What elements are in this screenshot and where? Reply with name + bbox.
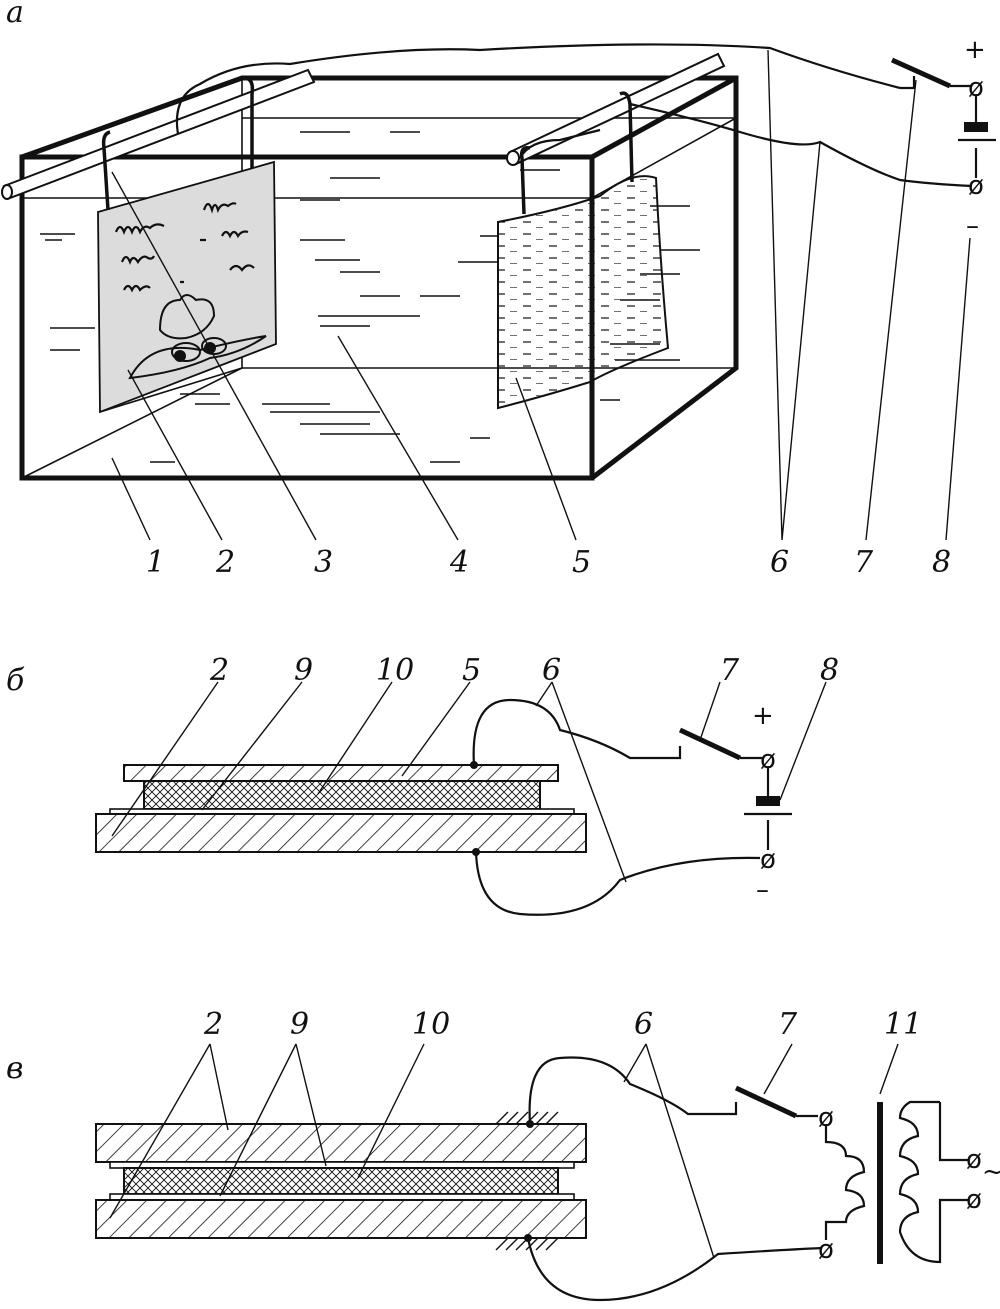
wires-v — [526, 1056, 823, 1302]
label-v-7: 7 — [778, 1007, 798, 1042]
label-b-10: 10 — [376, 653, 414, 688]
label-5: 5 — [572, 545, 591, 580]
terminal-ac-top[interactable]: ø — [966, 1145, 982, 1175]
plus-sign-b: + — [752, 701, 774, 731]
wires-a — [175, 43, 973, 188]
press-stack-v — [95, 1123, 587, 1239]
panel-v-letter: в — [6, 1051, 23, 1086]
label-4: 4 — [449, 545, 469, 580]
power-source-b — [744, 766, 792, 850]
switch-v[interactable] — [734, 1085, 818, 1119]
switch-b[interactable] — [678, 727, 762, 761]
label-b-6: 6 — [542, 653, 561, 688]
minus-sign-a: – — [966, 211, 979, 241]
panel-a-letter: а — [6, 0, 24, 30]
label-v-11: 11 — [884, 1007, 922, 1042]
support-rod-right — [506, 52, 726, 166]
leader-lines-a — [111, 49, 971, 541]
support-rod-left — [1, 68, 316, 200]
label-b-8: 8 — [820, 653, 839, 688]
label-8: 8 — [932, 545, 951, 580]
label-v-6: 6 — [634, 1007, 653, 1042]
label-7: 7 — [854, 545, 874, 580]
contact-marks — [495, 1111, 559, 1251]
terminal-negative-b[interactable]: ø — [760, 845, 776, 875]
label-v-10: 10 — [412, 1007, 450, 1042]
terminal-primary-bottom[interactable]: ø — [818, 1235, 834, 1265]
leader-lines-v — [109, 1043, 899, 1259]
label-3: 3 — [314, 545, 333, 580]
ac-symbol: ~ — [982, 1157, 1000, 1187]
panel-v: в ø ø ø ø — [6, 1007, 1000, 1302]
label-b-2: 2 — [209, 653, 229, 688]
label-2: 2 — [215, 545, 235, 580]
terminal-ac-bottom[interactable]: ø — [966, 1185, 982, 1215]
panel-b-letter: б — [6, 663, 25, 698]
panel-b: б + – ø ø — [6, 653, 839, 916]
transformer — [824, 1100, 968, 1264]
terminal-positive-b[interactable]: ø — [760, 745, 776, 775]
label-1: 1 — [146, 545, 165, 580]
label-6: 6 — [770, 545, 789, 580]
label-b-9: 9 — [294, 653, 313, 688]
label-b-5: 5 — [462, 653, 481, 688]
label-v-2: 2 — [203, 1007, 223, 1042]
label-v-9: 9 — [290, 1007, 309, 1042]
switch-a[interactable] — [890, 57, 972, 90]
leader-lines-b — [111, 681, 827, 883]
terminal-positive-a[interactable]: ø — [968, 73, 984, 103]
panel-a: а — [1, 0, 996, 580]
document-plate — [97, 76, 277, 414]
terminal-negative-a[interactable]: ø — [968, 171, 984, 201]
press-stack-b — [95, 764, 587, 853]
minus-sign-b: – — [756, 875, 769, 905]
plus-sign-a: + — [964, 35, 986, 65]
wires-b — [472, 698, 761, 916]
power-source-a — [958, 94, 996, 178]
electrode-plate — [497, 91, 670, 410]
terminal-primary-top[interactable]: ø — [818, 1103, 834, 1133]
label-b-7: 7 — [720, 653, 740, 688]
